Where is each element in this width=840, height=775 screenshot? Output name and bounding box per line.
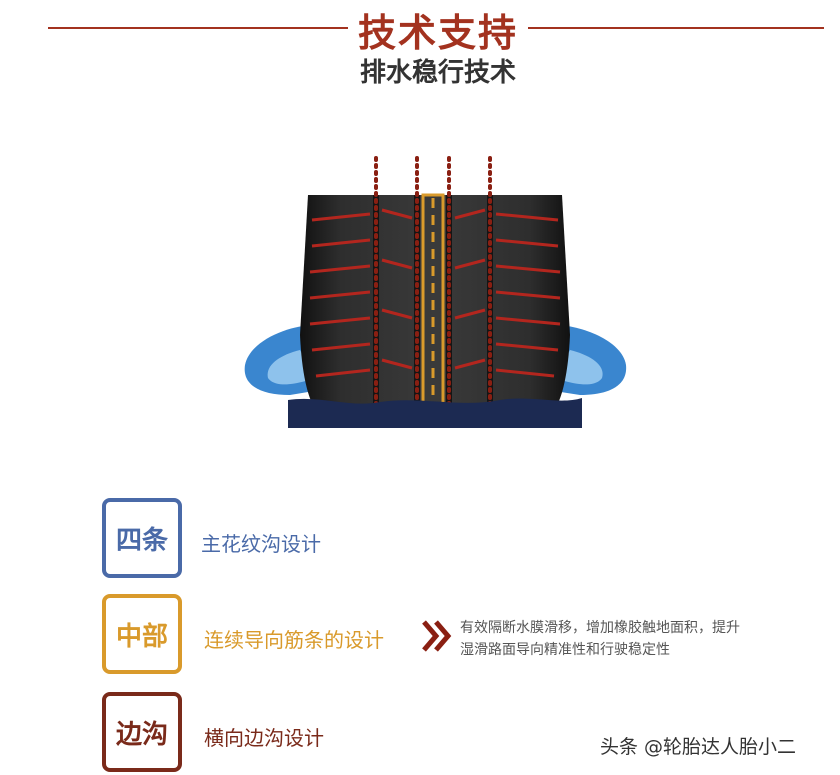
watermark: 头条 @轮胎达人胎小二 [600, 736, 797, 758]
feature-label-four-grooves: 主花纹沟设计 [201, 532, 321, 556]
feature-badge-side-grooves: 边沟 [102, 692, 182, 772]
lateral-grooves [309, 208, 561, 378]
road-ground [288, 398, 582, 428]
main-groove-markers [374, 156, 492, 414]
tire-graphic [244, 156, 627, 428]
feature-description: 有效隔断水膜滑移，增加橡胶触地面积，提升 湿滑路面导向精准性和行驶稳定性 [460, 617, 800, 661]
double-chevron-right-icon [422, 620, 452, 652]
title-divider-right [528, 27, 824, 29]
feature-badge-four-grooves: 四条 [102, 498, 182, 578]
description-line-1: 有效隔断水膜滑移，增加橡胶触地面积，提升 [460, 620, 740, 636]
title-row: 技术支持 [0, 0, 840, 56]
page-title: 技术支持 [357, 11, 518, 55]
title-divider-left [48, 27, 348, 29]
description-line-2: 湿滑路面导向精准性和行驶稳定性 [460, 642, 670, 658]
feature-label-side-grooves: 横向边沟设计 [204, 726, 324, 750]
tire-body [300, 195, 570, 412]
tire-illustration [230, 150, 640, 435]
feature-label-center: 连续导向筋条的设计 [204, 628, 384, 652]
page-subtitle: 排水稳行技术 [359, 58, 516, 88]
feature-badge-center: 中部 [102, 594, 182, 674]
